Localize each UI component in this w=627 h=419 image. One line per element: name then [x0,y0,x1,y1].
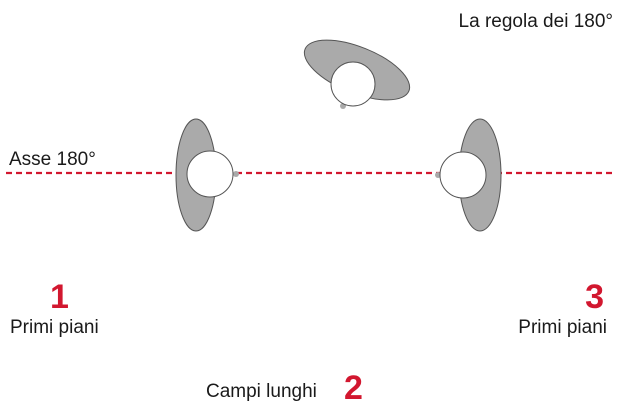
figure-left-nose [233,171,239,177]
figure-left [175,118,239,232]
camera-number-3: 3 [585,278,604,316]
figure-right-head [439,151,487,199]
figure-right [435,118,502,232]
axis-label: Asse 180° [9,149,96,170]
camera-label-3: Primi piani [518,317,607,338]
figure-top-head [330,61,376,107]
camera-number-1: 1 [50,278,69,316]
figure-right-nose [435,172,441,178]
camera-number-2: 2 [344,369,363,407]
figure-left-head [186,150,234,198]
diagram-title: La regola dei 180° [458,11,613,32]
camera-label-1: Primi piani [10,317,99,338]
figure-top [303,39,411,109]
camera-label-2: Campi lunghi [206,381,317,402]
